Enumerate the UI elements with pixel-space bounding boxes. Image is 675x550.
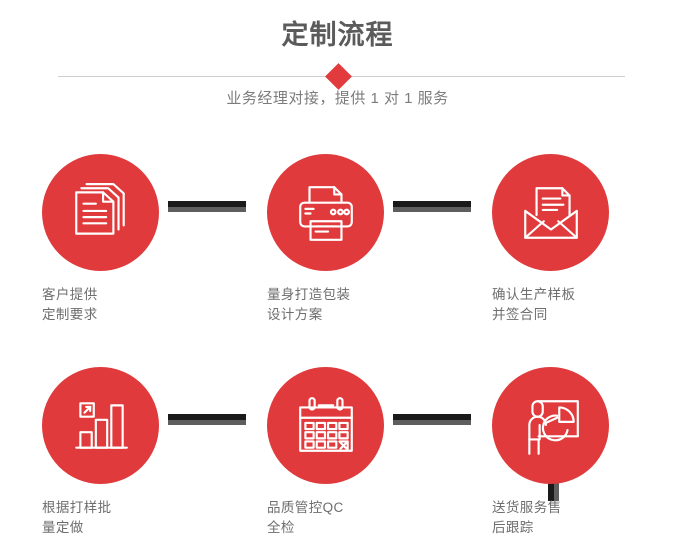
flow-step-3-circle[interactable] — [492, 154, 609, 271]
envelope-letter-icon — [523, 186, 578, 239]
printer-icon — [298, 185, 353, 241]
flow-step-5-label: 品质管控QC 全检 — [267, 498, 417, 538]
page-subtitle: 业务经理对接，提供 1 对 1 服务 — [226, 90, 449, 107]
flow-step-3-label: 确认生产样板 并签合同 — [492, 285, 642, 325]
flow-step-3[interactable]: 确认生产样板 并签合同 — [460, 125, 640, 337]
calendar-check-icon — [298, 396, 353, 452]
connector-bar-dark — [393, 201, 471, 207]
connector-bar-dark — [168, 414, 246, 420]
flow-step-5[interactable]: 品质管控QC 全检 — [235, 338, 415, 550]
header-section: 定制流程 业务经理对接，提供 1 对 1 服务 — [0, 0, 675, 125]
flow-step-2-label-line2: 设计方案 — [267, 307, 323, 322]
flow-step-5-label-line1: 品质管控QC — [267, 500, 344, 515]
connector-bar-dark — [393, 414, 471, 420]
page-title: 定制流程 — [281, 20, 394, 50]
connector-step4-step5 — [168, 414, 246, 425]
connector-step5-step6 — [393, 414, 471, 425]
connector-bar-dark — [168, 201, 246, 207]
flow-step-2-circle[interactable] — [267, 154, 384, 271]
connector-step1-step2 — [168, 201, 246, 212]
flow-step-3-label-line2: 并签合同 — [492, 307, 548, 322]
flow-step-1-label-line2: 定制要求 — [42, 307, 98, 322]
flow-row-bottom: 根据打样批 量定做 — [0, 338, 675, 550]
flow-step-5-label-line2: 全检 — [267, 520, 295, 535]
flow-step-4-label: 根据打样批 量定做 — [42, 498, 192, 538]
process-flow: 客户提供 定制要求 — [0, 125, 675, 550]
flow-step-2-label-line1: 量身打造包装 — [267, 287, 351, 302]
flow-step-1-label-line1: 客户提供 — [42, 287, 98, 302]
flow-step-6-label: 送货服务售 后跟踪 — [492, 498, 642, 538]
flow-step-6-circle[interactable] — [492, 367, 609, 484]
documents-stack-icon — [74, 182, 125, 235]
flow-step-6-label-line2: 后跟踪 — [492, 520, 534, 535]
flow-row-top: 客户提供 定制要求 — [0, 125, 675, 337]
flow-step-6[interactable]: 送货服务售 后跟踪 — [460, 338, 640, 550]
flow-step-1[interactable]: 客户提供 定制要求 — [10, 125, 190, 337]
flow-step-4-label-line2: 量定做 — [42, 520, 84, 535]
connector-bar-light — [168, 207, 246, 212]
diamond-marker-icon — [324, 63, 352, 90]
flow-step-2[interactable]: 量身打造包装 设计方案 — [235, 125, 415, 337]
flow-step-4[interactable]: 根据打样批 量定做 — [10, 338, 190, 550]
flow-step-5-circle[interactable] — [267, 367, 384, 484]
title-divider — [0, 63, 675, 90]
flow-step-1-label: 客户提供 定制要求 — [42, 285, 192, 325]
flow-step-1-circle[interactable] — [42, 154, 159, 271]
connector-bar-light — [393, 420, 471, 425]
flow-step-6-label-line1: 送货服务售 — [492, 500, 562, 515]
flow-step-4-circle[interactable] — [42, 367, 159, 484]
flow-step-4-label-line1: 根据打样批 — [42, 500, 112, 515]
connector-bar-light — [393, 207, 471, 212]
flow-step-2-label: 量身打造包装 设计方案 — [267, 285, 417, 325]
presentation-person-icon — [527, 399, 579, 455]
connector-bar-light — [168, 420, 246, 425]
flow-step-3-label-line1: 确认生产样板 — [492, 287, 576, 302]
connector-step2-step3 — [393, 201, 471, 212]
bar-chart-growth-icon — [74, 401, 128, 449]
